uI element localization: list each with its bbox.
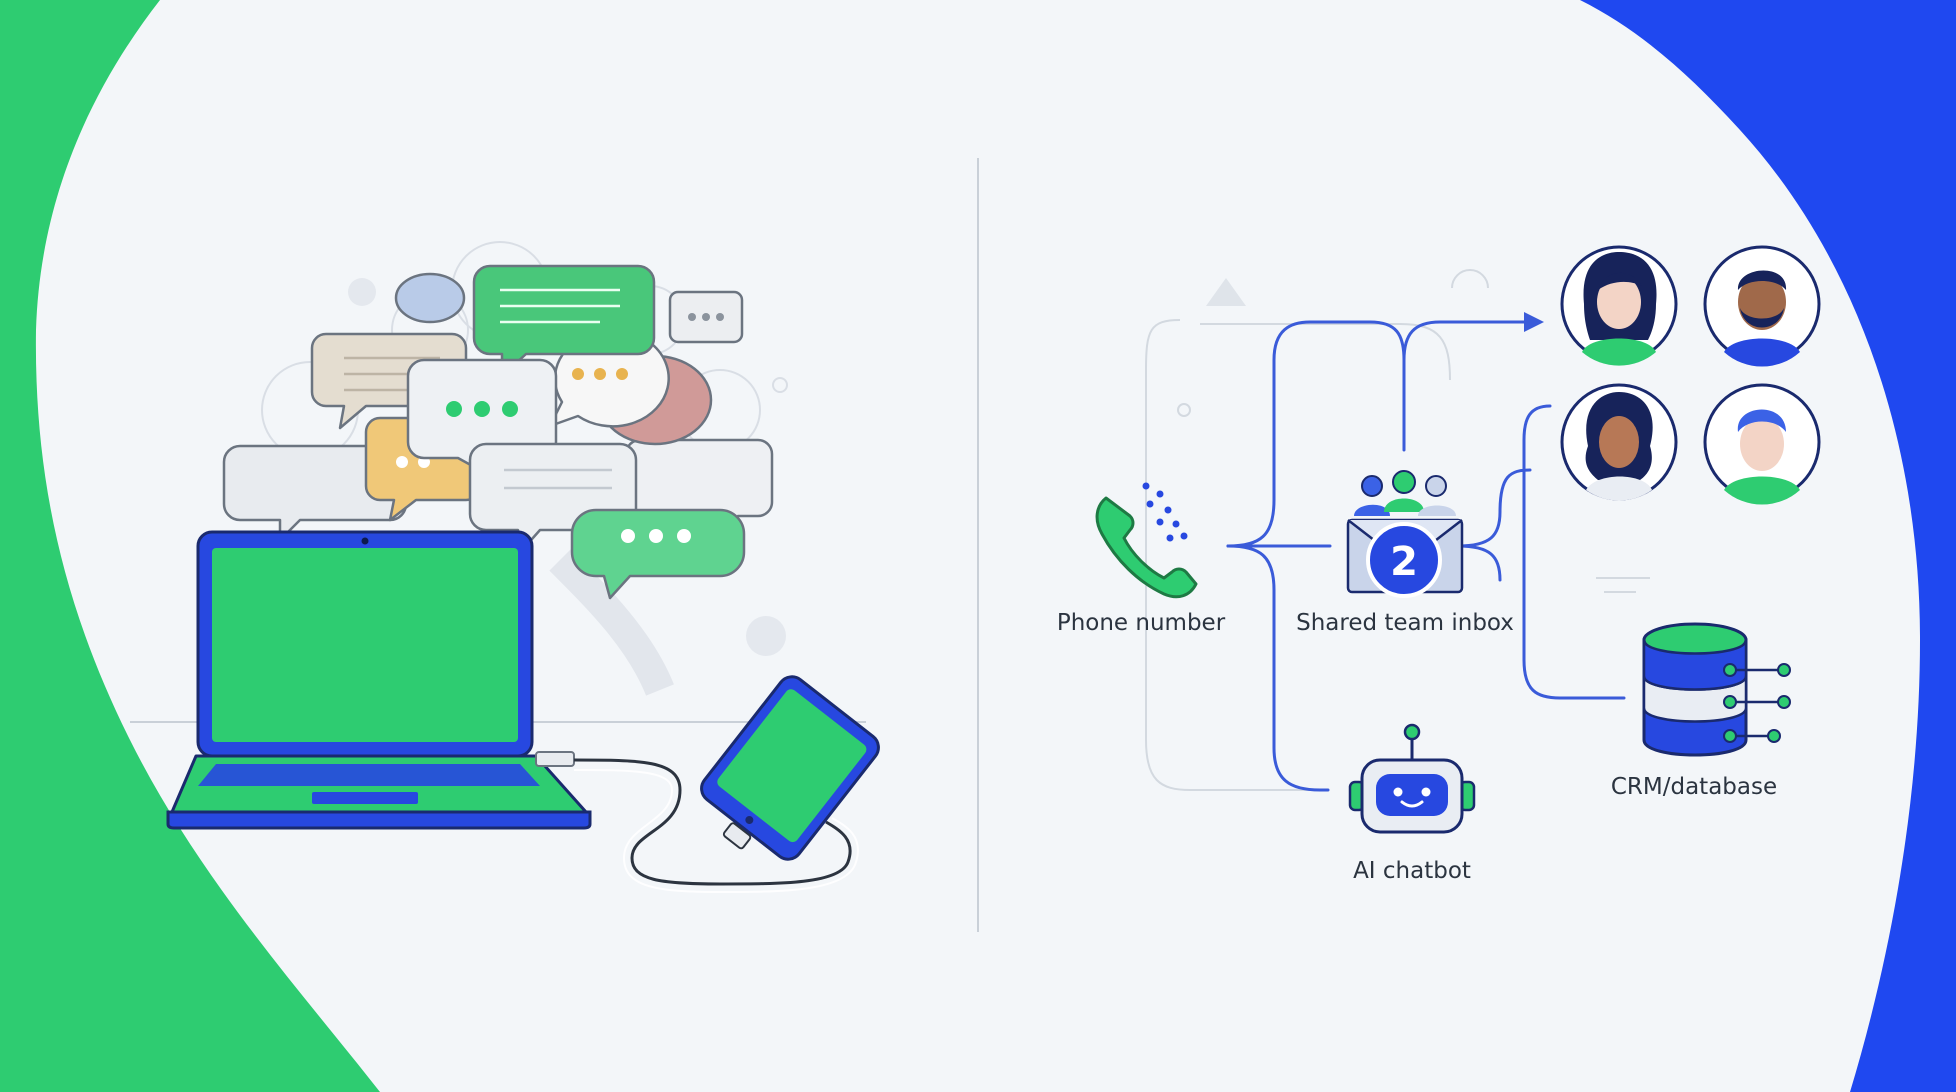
shared-team-inbox-label: Shared team inbox [1296, 610, 1514, 636]
connector-brace-lower [1456, 544, 1502, 582]
smartphone-icon [700, 675, 880, 861]
chat-bubbles-icon [222, 264, 774, 600]
agent-avatars [1560, 245, 1821, 505]
faint-flow-decor [1145, 269, 1650, 791]
crm-node: CRM/database [1611, 622, 1791, 800]
laptop-icon [166, 530, 592, 830]
connector-phone-to-chatbot [1226, 544, 1330, 792]
inbox-badge-logo: 2 [1390, 539, 1418, 585]
crm-database-label: CRM/database [1611, 774, 1777, 800]
chatbot-node: AI chatbot [1348, 723, 1476, 884]
connector-inbox-to-agent-group [1456, 468, 1532, 548]
phone-number-label: Phone number [1057, 610, 1226, 636]
connector-inbox-to-crm [1522, 404, 1626, 700]
agent-avatar-woman-icon [1560, 245, 1678, 366]
arrow-head-icon [1524, 312, 1544, 332]
connector-inbox-to-agents [1402, 320, 1530, 362]
phone-icon [1095, 482, 1198, 599]
flow-diagram: Phone number 2 Shared team inbox [1057, 245, 1821, 884]
robot-icon [1348, 723, 1476, 834]
phone-node: Phone number [1057, 482, 1226, 636]
agent-avatar-curly-woman-icon [1560, 383, 1678, 501]
flow-connectors [1226, 320, 1626, 792]
team-inbox-icon [1346, 470, 1464, 598]
agent-avatar-man-icon [1703, 383, 1821, 505]
blue-blob-shape [1580, 0, 1956, 1092]
usb-cable-icon [573, 758, 859, 894]
ai-chatbot-label: AI chatbot [1353, 858, 1471, 884]
shared-inbox-node: 2 Shared team inbox [1296, 470, 1514, 636]
left-illustration [130, 241, 880, 894]
connector-phone-to-agents [1226, 320, 1406, 548]
green-blob-shape [0, 0, 380, 1092]
agent-avatar-bearded-man-icon [1703, 245, 1821, 367]
database-icon [1642, 622, 1791, 757]
